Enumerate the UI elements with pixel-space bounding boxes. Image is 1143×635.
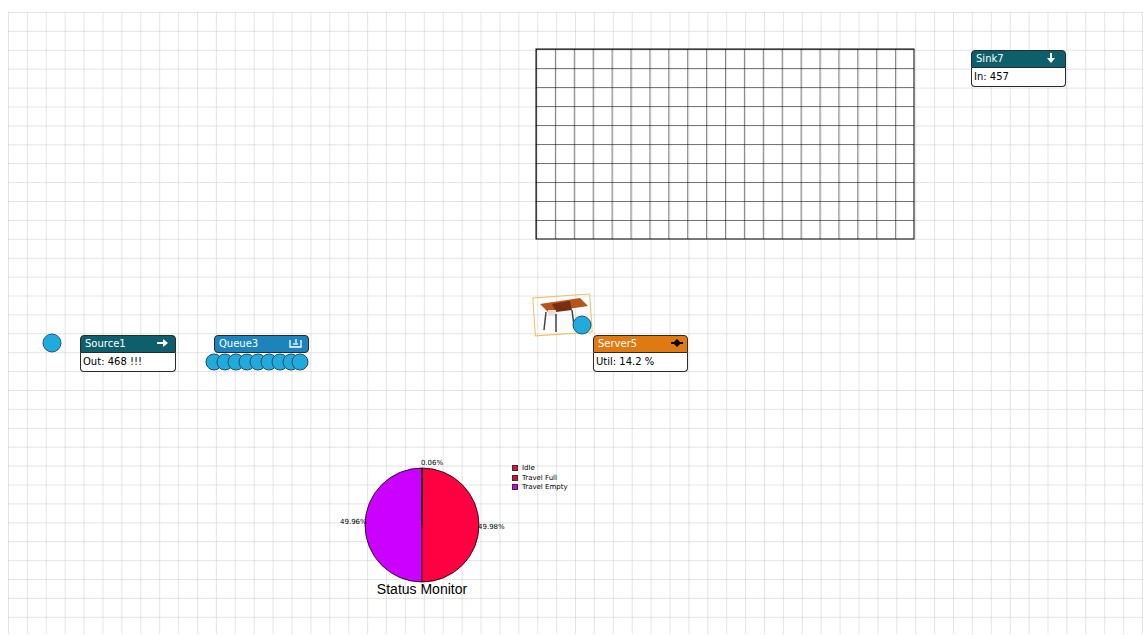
block-value: In: 457 bbox=[974, 68, 1009, 86]
server-block: Server5Util: 14.2 % bbox=[593, 335, 688, 372]
chart-title: Status Monitor bbox=[377, 581, 467, 597]
block-header: Server5 bbox=[593, 335, 688, 353]
flow-item bbox=[43, 334, 61, 352]
legend-swatch bbox=[512, 475, 518, 481]
block-value: Out: 468 !!! bbox=[83, 353, 142, 371]
legend-text: Travel Empty bbox=[522, 483, 568, 491]
legend-text: Idle bbox=[522, 464, 535, 472]
queue-items bbox=[206, 354, 308, 370]
queue-block: Queue3 bbox=[214, 335, 309, 353]
legend-row: Travel Full bbox=[512, 474, 557, 482]
source-block: Source1Out: 468 !!! bbox=[80, 335, 176, 372]
floor-grid bbox=[8, 12, 1143, 634]
legend-row: Idle bbox=[512, 464, 535, 472]
operator-figure bbox=[533, 294, 593, 336]
block-stats: In: 457 bbox=[971, 68, 1066, 87]
block-name: Source1 bbox=[85, 336, 126, 352]
legend-text: Travel Full bbox=[522, 474, 557, 482]
block-name: Queue3 bbox=[219, 336, 258, 352]
pie-percent: 49.96% bbox=[340, 518, 367, 527]
legend-swatch bbox=[512, 484, 518, 490]
rack-grid bbox=[536, 49, 914, 239]
block-header: Source1 bbox=[80, 335, 176, 353]
legend-swatch bbox=[512, 465, 518, 471]
block-name: Sink7 bbox=[976, 51, 1004, 67]
block-name: Server5 bbox=[598, 336, 637, 352]
block-stats: Out: 468 !!! bbox=[80, 353, 176, 372]
pie-percent: 0.06% bbox=[421, 459, 443, 468]
status-pie bbox=[365, 468, 479, 582]
sink-block: Sink7In: 457 bbox=[971, 50, 1066, 87]
block-header: Queue3 bbox=[214, 335, 309, 353]
pie-percent: 49.98% bbox=[478, 523, 505, 532]
block-header: Sink7 bbox=[971, 50, 1066, 68]
block-value: Util: 14.2 % bbox=[596, 353, 654, 371]
block-stats: Util: 14.2 % bbox=[593, 353, 688, 372]
legend-row: Travel Empty bbox=[512, 483, 568, 491]
